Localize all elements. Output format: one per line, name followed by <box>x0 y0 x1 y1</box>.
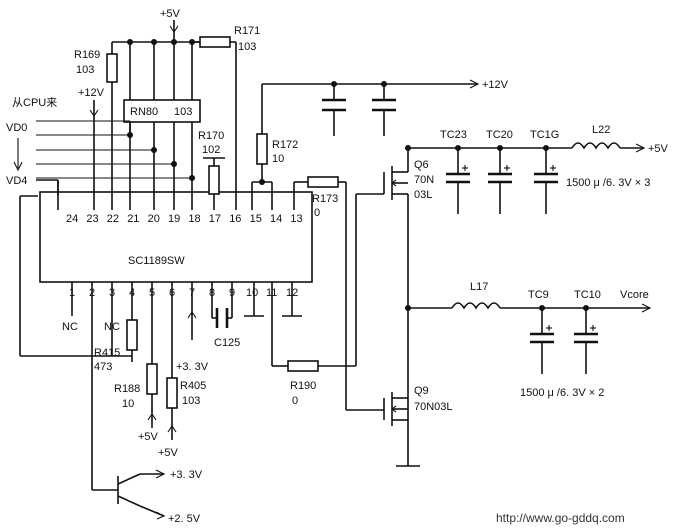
ic-pin-top-17: 17 <box>209 213 221 225</box>
label-vd4: VD4 <box>6 175 27 187</box>
tc10-label: TC10 <box>574 289 601 301</box>
r405-name: R405 <box>180 380 206 392</box>
ic-pin-top-19: 19 <box>168 213 180 225</box>
r173-name: R173 <box>312 193 338 205</box>
r188-name: R188 <box>114 383 140 395</box>
left-12v: +12V <box>78 87 105 210</box>
ic-pin-top-15: 15 <box>250 213 262 225</box>
q6-name: Q6 <box>414 159 429 171</box>
resistor-r190: R190 0 <box>271 193 384 407</box>
r172-name: R172 <box>272 139 298 151</box>
label-5v-out: +5V <box>648 143 669 155</box>
label-from-cpu: 从CPU来 <box>12 96 57 109</box>
label-nc-pin3: NC <box>104 321 120 333</box>
resistor-r172: R172 10 <box>251 84 298 210</box>
ic-pin-top-13: 13 <box>290 213 302 225</box>
ic-pin-top-16: 16 <box>229 213 241 225</box>
capacitor-tc16 <box>534 148 558 214</box>
label-12v-right: +12V <box>482 79 509 91</box>
resistor-r171: R171 103 <box>192 25 260 210</box>
resistor-r405: R405 103 +5V <box>158 282 206 459</box>
right-12v-rail: +12V <box>262 79 509 136</box>
resistor-r415: R415 473 <box>94 282 138 373</box>
q9-part: 70N03L <box>414 401 453 413</box>
resistor-r169: R169 103 <box>74 42 118 210</box>
label-3v3-reg: +3. 3V <box>170 469 203 481</box>
r172-value: 10 <box>272 153 284 165</box>
r190-name: R190 <box>290 380 316 392</box>
upper-bank-rating: 1500 μ /6. 3V × 3 <box>566 177 650 189</box>
cpu-vid-lines: 从CPU来 VD0 VD4 <box>6 96 192 210</box>
ic-name: SC1189SW <box>128 255 185 267</box>
l17-label: L17 <box>470 281 488 293</box>
q6-part-b: 03L <box>414 189 432 201</box>
label-3v3-pin7: +3. 3V <box>176 361 209 373</box>
capacitor-c125: C125 <box>211 282 240 349</box>
capacitor-tc23 <box>446 148 470 214</box>
r170-value: 102 <box>202 144 220 156</box>
ic-pin-top-23: 23 <box>86 213 98 225</box>
tc9-label: TC9 <box>528 289 549 301</box>
resistor-r173: R173 0 <box>293 176 384 411</box>
label-nc-pin1: NC <box>62 321 78 333</box>
label-5v-r188: +5V <box>138 431 159 443</box>
r170-name: R170 <box>198 130 224 142</box>
lower-output-stage: L17 TC9 TC10 Vcore 1500 μ /6. 3V × 2 <box>408 281 652 399</box>
r188-value: 10 <box>122 398 134 410</box>
rn80-value: 103 <box>174 106 192 118</box>
label-5v-r405: +5V <box>158 447 179 459</box>
q9-name: Q9 <box>414 385 429 397</box>
upper-output-stage: TC23 TC20 TC1G L22 +5V 1500 μ /6. 3V × 3 <box>408 124 669 214</box>
resistor-r170: R170 102 <box>198 130 225 210</box>
r405-value: 103 <box>182 395 200 407</box>
top-5v-rail: +5V <box>112 8 200 45</box>
ic-pin-top-14: 14 <box>270 213 282 225</box>
ic-pin-top-24: 24 <box>66 213 78 225</box>
label-vcore: Vcore <box>620 289 649 301</box>
r190-value: 0 <box>292 395 298 407</box>
mosfet-q9: Q9 70N03L <box>383 305 453 467</box>
ic-pin-top-18: 18 <box>188 213 200 225</box>
ic-pin-bottom-10: 10 <box>246 287 258 299</box>
r171-value: 103 <box>238 41 256 53</box>
resistor-network-rn80: RN80 103 <box>123 42 201 210</box>
label-2v5-reg: +2. 5V <box>168 513 201 525</box>
mosfet-q6: Q6 70N 03L <box>383 145 434 448</box>
capacitor-tc20 <box>488 148 512 214</box>
ic-pin-top-20: 20 <box>148 213 160 225</box>
rn80-name: RN80 <box>130 106 158 118</box>
ground-pins <box>244 282 302 317</box>
tc23-label: TC23 <box>440 129 467 141</box>
r169-name: R169 <box>74 49 100 61</box>
label-5v-top: +5V <box>160 8 181 20</box>
r171-name: R171 <box>234 25 260 37</box>
r415-value: 473 <box>94 361 112 373</box>
l22-label: L22 <box>592 124 610 136</box>
watermark: http://www.go-gddq.com <box>496 511 625 525</box>
pin-wiring: NC NC <box>19 179 120 491</box>
regulator-transistor: +3. 3V +2. 5V <box>117 469 203 525</box>
resistor-r188: R188 10 +5V <box>114 282 159 443</box>
r415-name: R415 <box>94 347 120 359</box>
capacitor-tc10 <box>574 308 598 374</box>
capacitor-tc9 <box>530 308 554 374</box>
pin7-3v3: +3. 3V <box>176 282 209 373</box>
tc20-label: TC20 <box>486 129 513 141</box>
r173-value: 0 <box>314 207 320 219</box>
lower-bank-rating: 1500 μ /6. 3V × 2 <box>520 387 604 399</box>
q6-part-a: 70N <box>414 174 434 186</box>
r169-value: 103 <box>76 64 94 76</box>
ic-pin-top-22: 22 <box>107 213 119 225</box>
label-vd0: VD0 <box>6 122 27 134</box>
label-12v-left: +12V <box>78 87 105 99</box>
c125-label: C125 <box>214 337 240 349</box>
tc16-label: TC1G <box>530 129 559 141</box>
ic-pin-top-21: 21 <box>127 213 139 225</box>
